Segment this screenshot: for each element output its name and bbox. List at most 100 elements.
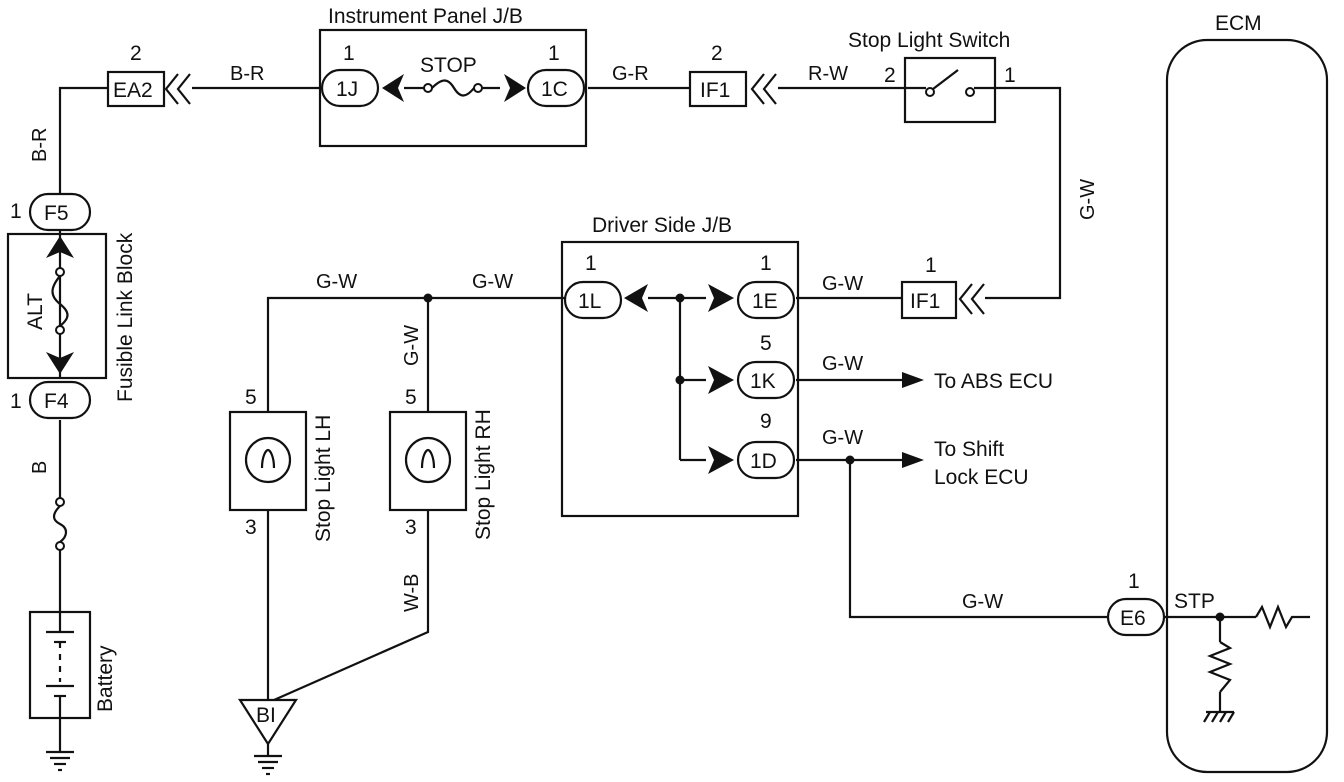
connector-1j-label: 1J xyxy=(336,78,358,101)
stop-light-lh: 5 3 Stop Light LH xyxy=(228,386,335,542)
ground-battery xyxy=(46,750,74,772)
connector-f5: F5 1 xyxy=(10,192,92,232)
stop-light-rh: 5 3 Stop Light RH xyxy=(388,386,495,540)
wire-1l-lh xyxy=(266,296,565,412)
stop-light-switch: Stop Light Switch 2 1 xyxy=(848,29,1016,124)
wire-label-fl-top: B-R xyxy=(29,128,51,162)
connector-if1-top: IF1 2 xyxy=(688,42,777,108)
connector-1j: 1J 1 xyxy=(320,42,380,108)
wire-label-rh-join: G-W xyxy=(472,271,513,293)
jb-arrow-1e xyxy=(708,284,734,312)
ecm-chassis-ground xyxy=(1203,710,1235,723)
fl-term-bottom xyxy=(55,541,65,551)
connector-ea2-box xyxy=(106,70,166,108)
connector-ea2-label: EA2 xyxy=(113,79,153,102)
wire-label-sw-down: G-W xyxy=(1077,179,1099,220)
connector-f4-pill xyxy=(28,380,92,420)
arrow-to-abs xyxy=(902,372,924,388)
fuse-stop-element xyxy=(431,79,475,97)
ground-bi-label: BI xyxy=(256,704,276,727)
connector-1c-pill xyxy=(526,68,586,108)
wire-rh-ground xyxy=(273,510,430,702)
connector-1l-pill xyxy=(563,280,623,320)
pin-ea2: 2 xyxy=(130,42,142,65)
connector-f5-label: F5 xyxy=(44,202,69,225)
wire-label-jb-if1: G-R xyxy=(612,63,649,85)
wire-label-lh-top: G-W xyxy=(316,271,357,293)
connector-if1-top-chevron2 xyxy=(762,73,777,105)
driver-side-jb-box xyxy=(560,240,800,518)
connector-if1-mid-chevron xyxy=(958,283,973,315)
connector-1e: 1E 1 xyxy=(736,252,796,320)
pin-1j: 1 xyxy=(343,42,355,65)
pin-f5: 1 xyxy=(10,200,22,223)
ecm-gnd-h2 xyxy=(1211,711,1219,723)
battery-label: Battery xyxy=(94,645,117,712)
connector-f4-label: F4 xyxy=(44,390,69,413)
battery-fusible-link xyxy=(52,497,68,551)
pin-1k: 5 xyxy=(760,332,772,355)
switch-contact-left xyxy=(925,87,935,97)
connector-f5-pill xyxy=(28,192,92,232)
wire-label-battery: B xyxy=(29,461,51,474)
pin-1c: 1 xyxy=(548,42,560,65)
ecm-box xyxy=(1165,38,1329,774)
connector-1c-label: 1C xyxy=(541,78,568,101)
ecm-gnd-h3 xyxy=(1219,711,1227,723)
ecm-label: ECM xyxy=(1215,12,1262,35)
wire-label-rh-bottom: W-B xyxy=(401,573,423,612)
pin-rh-bottom: 3 xyxy=(405,516,417,539)
junction-stoplights xyxy=(423,293,433,303)
instrument-panel-jb-label: Instrument Panel J/B xyxy=(328,5,523,28)
wire-label-e6: G-W xyxy=(962,591,1003,613)
fusible-link-block-label: Fusible Link Block xyxy=(114,232,137,402)
dest-abs-ecu: To ABS ECU xyxy=(934,370,1053,393)
switch-contact-right xyxy=(965,87,975,97)
ecm-resistor-horizontal xyxy=(1255,604,1310,630)
pin-lh-bottom: 3 xyxy=(245,516,257,539)
connector-if1-mid-box xyxy=(900,280,958,320)
fuse-stop: STOP xyxy=(382,54,526,102)
fuse-alt-bottom-arrow xyxy=(46,352,74,374)
stop-light-rh-filament xyxy=(420,448,436,469)
stop-light-lh-filament xyxy=(260,448,276,469)
wire-ea2-f5 xyxy=(58,86,108,194)
driver-side-jb-label: Driver Side J/B xyxy=(592,214,732,237)
ecm-resistor-vertical xyxy=(1207,641,1233,693)
pin-rh-top: 5 xyxy=(405,386,417,409)
connector-if1-mid: IF1 1 xyxy=(900,254,985,320)
stop-light-switch-box xyxy=(903,56,997,124)
junction-shift-e6 xyxy=(845,455,855,465)
pin-switch-left: 2 xyxy=(884,64,896,87)
connector-ea2-chevron2 xyxy=(176,73,191,105)
fuse-stop-label: STOP xyxy=(420,54,477,77)
fl-term-top xyxy=(55,497,65,507)
ecm-gnd-h4 xyxy=(1227,711,1235,723)
jb-left-arrow xyxy=(624,284,648,312)
stop-light-lh-bulb xyxy=(244,436,292,484)
jb-arrow-1d xyxy=(708,446,734,474)
jb-junction-top xyxy=(675,293,685,303)
connector-e6: E6 1 xyxy=(1106,570,1166,637)
connector-1l: 1L 1 xyxy=(563,252,623,320)
connector-1d: 1D 9 xyxy=(736,410,796,480)
pin-1l: 1 xyxy=(585,252,597,275)
fusible-link-block-box xyxy=(6,232,108,380)
stop-light-lh-label: Stop Light LH xyxy=(312,415,335,542)
connector-1l-label: 1L xyxy=(578,290,601,313)
fl-element xyxy=(52,505,68,543)
pin-1d: 9 xyxy=(760,410,772,433)
pin-switch-right: 1 xyxy=(1004,64,1016,87)
pin-e6: 1 xyxy=(1128,570,1140,593)
battery: Battery xyxy=(28,610,117,720)
wire-label-ea2-jb: B-R xyxy=(230,63,264,85)
stop-light-switch-label: Stop Light Switch xyxy=(848,29,1010,52)
jb-arrow-1k xyxy=(708,366,734,394)
connector-if1-top-chevron xyxy=(750,73,765,105)
connector-1k: 1K 5 xyxy=(736,332,796,400)
connector-1j-pill xyxy=(320,68,380,108)
pin-f4: 1 xyxy=(10,390,22,413)
connector-if1-mid-chevron2 xyxy=(970,283,985,315)
connector-1d-pill xyxy=(736,440,796,480)
